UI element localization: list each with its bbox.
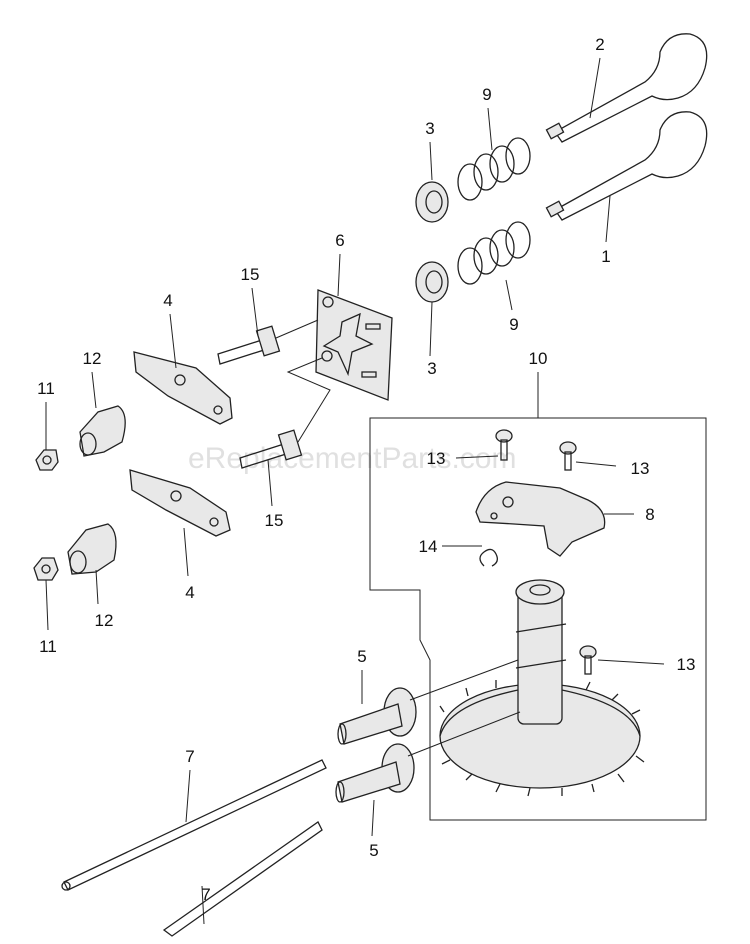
- callout-15-lower: 15: [265, 511, 284, 530]
- callout-12-upper: 12: [83, 349, 102, 368]
- callout-10: 10: [529, 349, 548, 368]
- callout-3-upper: 3: [425, 119, 434, 138]
- callout-4-upper: 4: [163, 291, 172, 310]
- compression-release-spring: [479, 548, 498, 567]
- callout-labels: 2 1 3 3 9 9 6 15 15 4 4 12 12 11 11 10 1…: [37, 35, 695, 904]
- push-rod-upper: [61, 759, 327, 891]
- valve-spring-upper: [457, 137, 531, 201]
- guide-plate: [315, 289, 393, 401]
- callout-7-upper: 7: [185, 747, 194, 766]
- callout-15-upper: 15: [241, 265, 260, 284]
- callout-6: 6: [335, 231, 344, 250]
- callout-13-right: 13: [631, 459, 650, 478]
- camshaft-gear: [439, 579, 645, 797]
- camshaft-pin-upper: [337, 659, 519, 745]
- camshaft-assembly-frame: [369, 372, 707, 821]
- callout-13-left: 13: [427, 449, 446, 468]
- watermark: eReplacementParts.com: [188, 442, 516, 475]
- lock-nut-lower: [33, 557, 59, 581]
- adjusting-nut-upper: [79, 405, 126, 457]
- exhaust-valve: [545, 33, 708, 143]
- callout-11-lower: 11: [39, 637, 57, 656]
- callout-9-upper: 9: [482, 85, 491, 104]
- callout-1: 1: [601, 247, 610, 266]
- callout-2: 2: [595, 35, 604, 54]
- intake-valve: [545, 111, 708, 221]
- callout-5-upper: 5: [357, 647, 366, 666]
- push-rod-lower: [162, 821, 323, 937]
- callout-4-lower: 4: [185, 583, 194, 602]
- adjusting-nut-lower: [67, 523, 117, 575]
- screw-gear: [579, 645, 597, 675]
- spring-retainer-lower: [415, 261, 449, 303]
- lock-nut-upper: [35, 449, 59, 471]
- screw-left: [495, 429, 513, 461]
- spring-retainer-upper: [415, 181, 449, 223]
- camshaft-pin-lower: [335, 711, 521, 803]
- callout-14: 14: [419, 537, 438, 556]
- compression-release-plate: [475, 481, 606, 557]
- callout-9-lower: 9: [509, 315, 518, 334]
- callout-12-lower: 12: [95, 611, 114, 630]
- rocker-arm-lower: [129, 469, 231, 537]
- callout-3-lower: 3: [427, 359, 436, 378]
- rocker-stud-lower: [239, 357, 331, 469]
- callout-5-lower: 5: [369, 841, 378, 860]
- callout-13-gear: 13: [677, 655, 696, 674]
- callout-7-lower: 7: [201, 885, 210, 904]
- rocker-stud-upper: [217, 319, 319, 365]
- leader-lines: [45, 57, 665, 925]
- callout-11-upper: 11: [37, 379, 55, 398]
- callout-8: 8: [645, 505, 654, 524]
- rocker-arm-upper: [133, 351, 233, 425]
- screw-right: [559, 441, 577, 471]
- valve-spring-lower: [457, 221, 531, 285]
